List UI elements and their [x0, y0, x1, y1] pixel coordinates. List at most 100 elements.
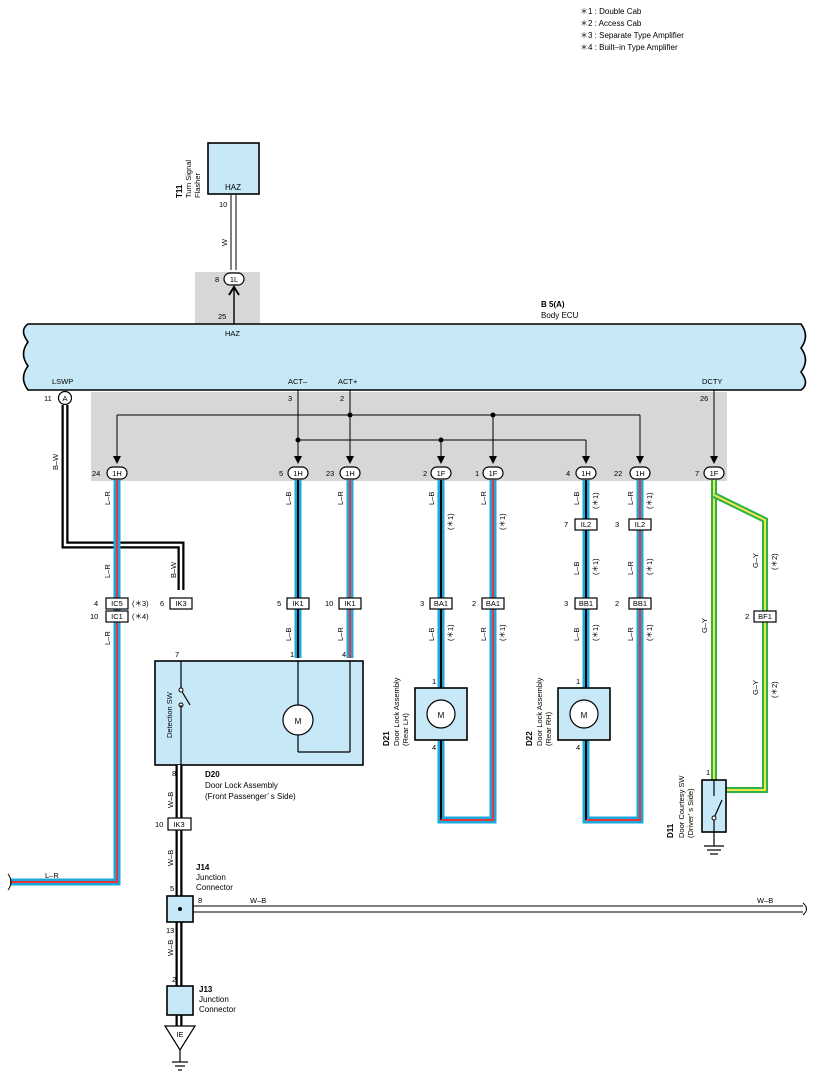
- lswp-mark: [57, 390, 73, 406]
- d22-name-2: (Rear RH): [544, 711, 553, 746]
- svg-text:22: 22: [614, 469, 622, 478]
- svg-text:M: M: [581, 711, 588, 720]
- junction-7-1f[interactable]: [703, 466, 725, 480]
- wire-label-lr-2: L–R: [103, 564, 112, 578]
- d20-name-2: (Front Passenger’ s Side): [205, 792, 296, 801]
- junction-5-1h[interactable]: [287, 466, 309, 480]
- d11-code: D11: [666, 823, 675, 838]
- junction-24-1h[interactable]: [106, 466, 128, 480]
- svg-text:1: 1: [576, 677, 580, 686]
- svg-text:2: 2: [423, 469, 427, 478]
- wire-label-lb-d20-2: L–B: [284, 628, 293, 641]
- svg-text:2: 2: [172, 975, 176, 984]
- connector-ic5[interactable]: [105, 597, 129, 610]
- svg-text:13: 13: [166, 926, 174, 935]
- door-lock-rear-rh[interactable]: M: [557, 687, 611, 741]
- footnotes: ＊1 : Double Cab ＊2 : Access Cab ＊3 : Sep…: [580, 7, 684, 52]
- svg-text:BF1: BF1: [758, 612, 772, 621]
- svg-text:(＊1): (＊1): [498, 624, 507, 641]
- svg-text:IL2: IL2: [581, 520, 591, 529]
- d21-motor-icon: [426, 699, 456, 729]
- svg-text:(＊1): (＊1): [591, 624, 600, 641]
- connector-ba1-a[interactable]: [429, 597, 453, 610]
- connector-bb1-b[interactable]: [628, 597, 652, 610]
- connector-bb1-a[interactable]: [574, 597, 598, 610]
- ecu-act-plus-label: ACT+: [338, 377, 358, 386]
- junction-22-1h[interactable]: [629, 466, 651, 480]
- junction-23-1h[interactable]: [339, 466, 361, 480]
- turn-signal-flasher[interactable]: HAZ T11 Turn Signal Flasher: [175, 142, 260, 198]
- door-lock-rear-lh[interactable]: M: [414, 687, 468, 741]
- wire-label-lr-1: L–R: [103, 491, 112, 505]
- ecu-code: B 5(A): [541, 300, 565, 309]
- svg-text:4: 4: [566, 469, 570, 478]
- svg-text:(＊1): (＊1): [591, 492, 600, 509]
- junction-2-1f[interactable]: [430, 466, 452, 480]
- svg-text:8: 8: [172, 769, 176, 778]
- svg-text:(＊1): (＊1): [645, 558, 654, 575]
- svg-text:IK1: IK1: [344, 599, 355, 608]
- connector-ik3-top[interactable]: [169, 597, 193, 610]
- svg-text:IC5: IC5: [111, 599, 123, 608]
- svg-text:BA1: BA1: [486, 599, 500, 608]
- svg-text:Connector: Connector: [196, 883, 233, 892]
- svg-text:1: 1: [706, 768, 710, 777]
- svg-text:1F: 1F: [710, 469, 719, 478]
- connector-ik1-a[interactable]: [286, 597, 310, 610]
- note-4: ＊4 : Built–in Type Amplifier: [580, 43, 678, 52]
- body-ecu[interactable]: [22, 323, 807, 391]
- junction-1-1f[interactable]: [482, 466, 504, 480]
- svg-text:3: 3: [615, 520, 619, 529]
- svg-text:(＊2): (＊2): [770, 553, 779, 570]
- d20-name-1: Door Lock Assembly: [205, 781, 278, 790]
- flasher-name-1: Turn Signal: [184, 160, 193, 198]
- ecu-lswp-label: LSWP: [52, 377, 73, 386]
- svg-text:L–B: L–B: [572, 628, 581, 641]
- connector-ic1[interactable]: [105, 610, 129, 623]
- act-minus-pin: 3: [288, 394, 292, 403]
- svg-text:2: 2: [615, 599, 619, 608]
- svg-text:W–B: W–B: [166, 792, 175, 808]
- svg-text:W–B: W–B: [166, 940, 175, 956]
- svg-text:L–R: L–R: [626, 561, 635, 575]
- svg-text:L–B: L–B: [427, 628, 436, 641]
- junction-row: 1H 24 1H 5 1H 23 1F 2 1F 1 1H 4 1H 22 1F…: [92, 466, 725, 480]
- wire-g-y: G–Y (＊2) G–Y G–Y (＊2): [700, 480, 779, 793]
- svg-text:L–B: L–B: [427, 492, 436, 505]
- junction-4-1h[interactable]: [575, 466, 597, 480]
- connector-il2-a[interactable]: [574, 518, 598, 531]
- j13-code: J13: [199, 985, 213, 994]
- wire-label-lr-d20-2: L–R: [336, 627, 345, 641]
- connector-il2-b[interactable]: [628, 518, 652, 531]
- svg-text:4: 4: [94, 599, 98, 608]
- junction-connector-j13[interactable]: [166, 985, 194, 1016]
- connector-bf1[interactable]: [753, 610, 777, 623]
- d20-switch-label: Detection SW: [165, 691, 174, 738]
- svg-text:(＊1): (＊1): [498, 513, 507, 530]
- wire-label-lb-d20-1: L–B: [284, 492, 293, 505]
- wire-label-bw-2: B–W: [169, 561, 178, 578]
- svg-text:IL2: IL2: [635, 520, 645, 529]
- door-courtesy-switch[interactable]: [701, 779, 727, 855]
- note-2: ＊2 : Access Cab: [580, 19, 642, 28]
- svg-text:Connector: Connector: [199, 1005, 236, 1014]
- svg-text:L–R: L–R: [479, 627, 488, 641]
- ecu-internal-wiring: [113, 390, 718, 464]
- svg-text:L–R: L–R: [626, 627, 635, 641]
- connector-ik3-bottom[interactable]: [167, 817, 192, 831]
- svg-text:1H: 1H: [635, 469, 645, 478]
- svg-text:1H: 1H: [581, 469, 591, 478]
- door-lock-front-passenger[interactable]: M: [154, 660, 364, 766]
- svg-text:L–B: L–B: [572, 492, 581, 505]
- svg-text:W–B: W–B: [166, 850, 175, 866]
- wire-label-lr-3: L–R: [103, 631, 112, 645]
- svg-text:1F: 1F: [489, 469, 498, 478]
- connector-ba1-b[interactable]: [481, 597, 505, 610]
- connector-ik1-b[interactable]: [338, 597, 362, 610]
- ecu-haz-label: HAZ: [225, 329, 240, 338]
- svg-text:2: 2: [472, 599, 476, 608]
- svg-text:L–B: L–B: [572, 562, 581, 575]
- connector-1l[interactable]: [223, 272, 245, 286]
- ecu-dcty-label: DCTY: [702, 377, 722, 386]
